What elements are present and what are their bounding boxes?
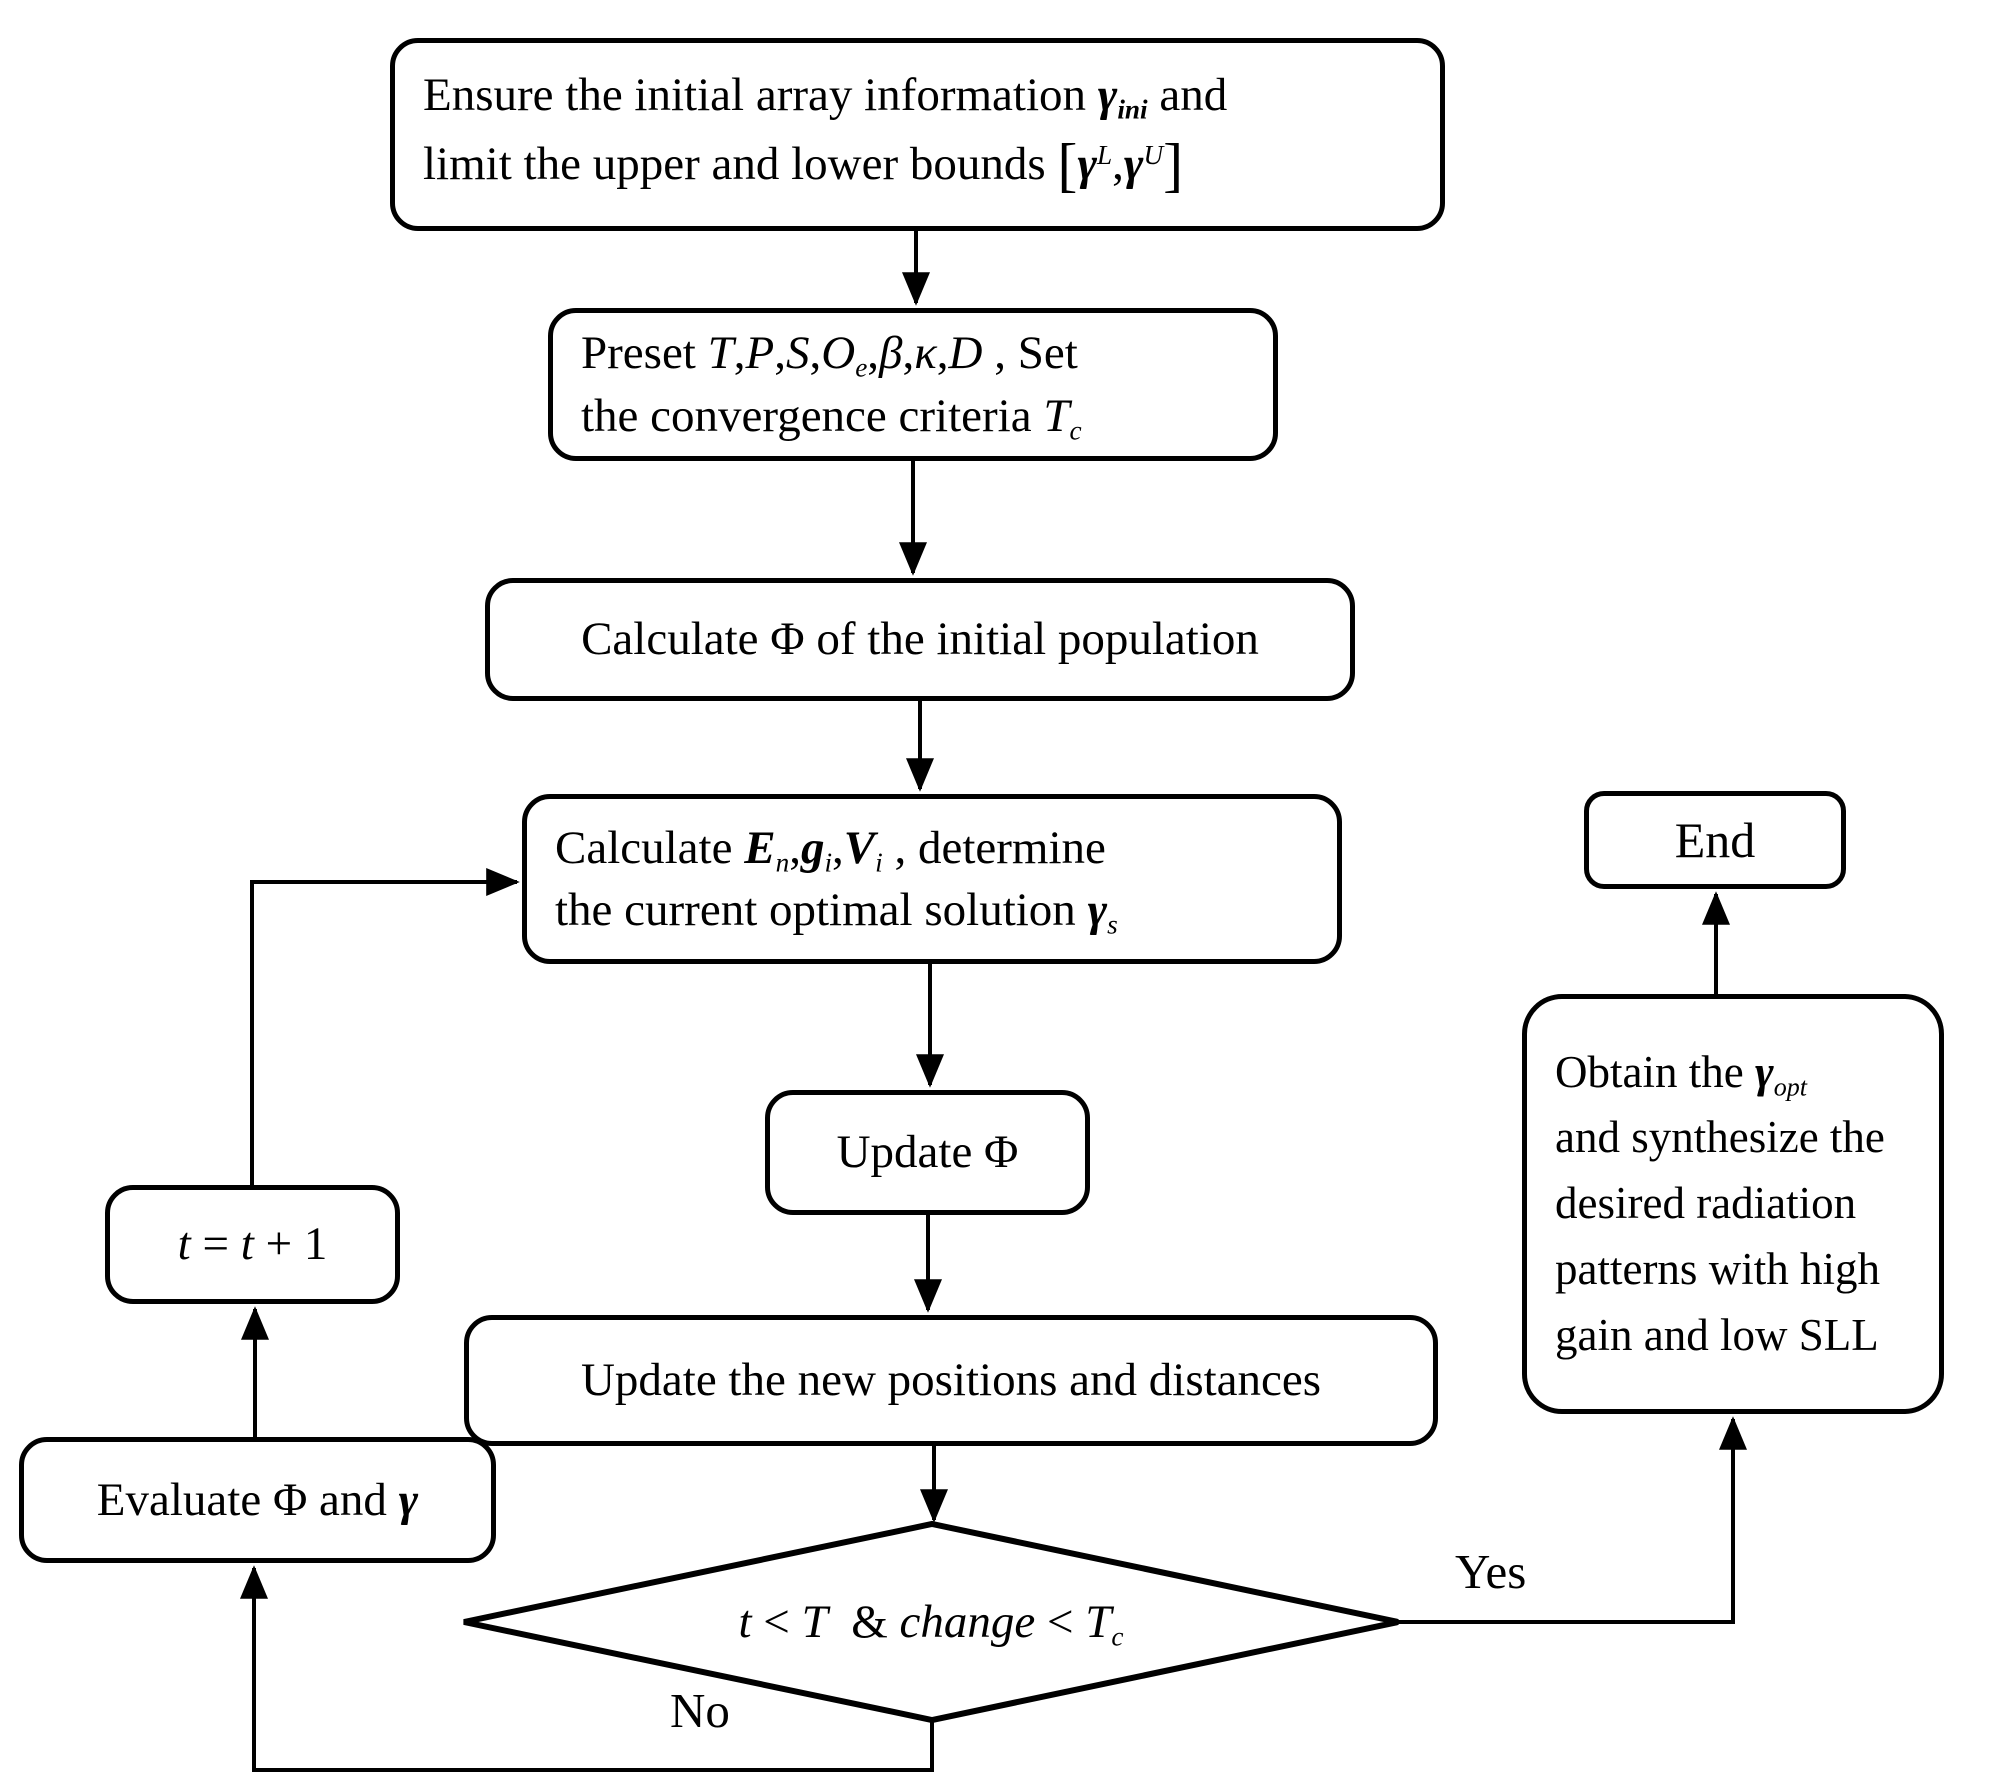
node-evaluate-text: Evaluate Φ and γ: [96, 1473, 419, 1526]
decision-text: t < T & change < Tc: [738, 1596, 1124, 1652]
node-calculate-env-optimal: Calculate En,gi,Vi , determine the curre…: [522, 794, 1342, 964]
node-calcphi-text: Calculate Φ of the initial population: [581, 613, 1259, 666]
node-update-phi: Update Φ: [765, 1090, 1090, 1215]
node-updatephi-text: Update Φ: [836, 1126, 1019, 1179]
arrow-no-path: [240, 1565, 934, 1772]
node-calcenv-line2: the current optimal solution γs: [555, 884, 1118, 940]
arrow-yes-path: [1398, 1416, 1747, 1624]
node-updatepos-text: Update the new positions and distances: [580, 1354, 1322, 1407]
label-yes: Yes: [1455, 1544, 1527, 1599]
node-t-increment: t = t + 1: [105, 1185, 400, 1304]
node-ensure-line1: Ensure the initial array information γin…: [423, 68, 1228, 125]
node-update-positions: Update the new positions and distances: [464, 1315, 1438, 1446]
node-ensure-line2: limit the upper and lower bounds [γL,γU]: [423, 131, 1184, 199]
node-preset-line1: Preset T,P,S,Oe,β,κ,D , Set: [581, 327, 1078, 384]
node-ensure-initial-array: Ensure the initial array information γin…: [390, 38, 1445, 231]
label-no: No: [670, 1683, 730, 1738]
node-evaluate-phi-gamma: Evaluate Φ and γ: [19, 1437, 496, 1563]
node-preset-line2: the convergence criteria Tc: [581, 389, 1082, 446]
node-tincrement-text: t = t + 1: [177, 1218, 328, 1271]
node-preset-parameters: Preset T,P,S,Oe,β,κ,D , Set the converge…: [548, 308, 1278, 461]
node-end-text: End: [1674, 812, 1756, 868]
arrow-tincrement-to-calcenv: [250, 868, 520, 1185]
node-calcenv-line1: Calculate En,gi,Vi , determine: [555, 821, 1106, 878]
node-calculate-phi-initial: Calculate Φ of the initial population: [485, 578, 1355, 701]
node-end: End: [1584, 791, 1846, 889]
decision-convergence-label: t < T & change < Tc: [464, 1524, 1398, 1720]
